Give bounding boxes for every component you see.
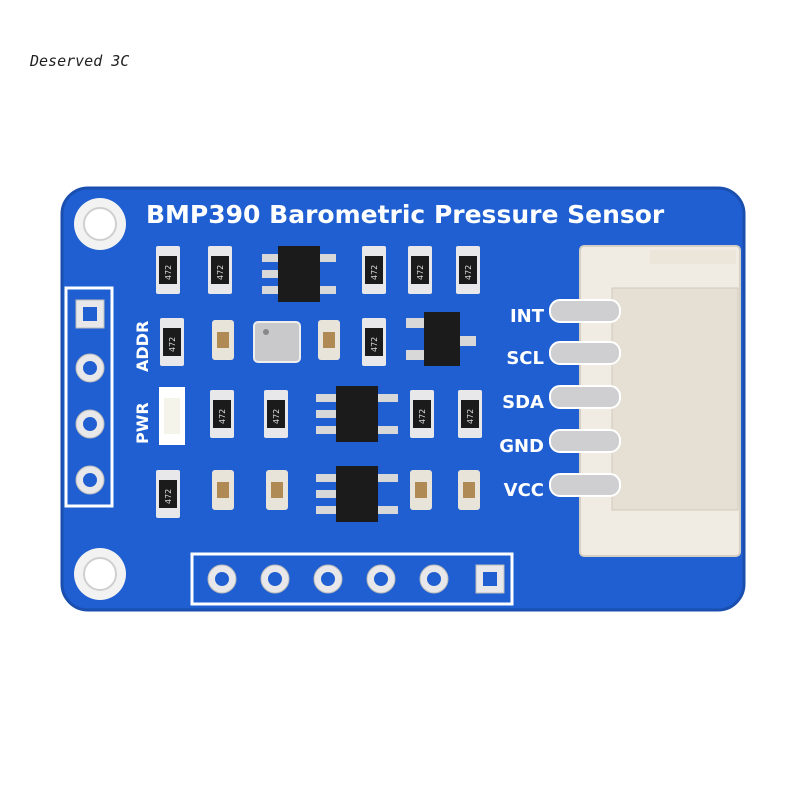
svg-text:472: 472 [464,265,473,280]
resistor: 472 [408,246,432,294]
pin-labels: INT SCL SDA GND VCC [499,306,544,501]
mounting-hole-bottom-left [74,548,126,600]
svg-text:472: 472 [272,409,281,424]
pin-label-sda: SDA [502,392,544,413]
svg-text:472: 472 [466,409,475,424]
pin-label-vcc: VCC [504,480,544,501]
mounting-hole-top-left [74,198,126,250]
pwr-led [159,387,185,445]
svg-text:472: 472 [416,265,425,280]
board-title: BMP390 Barometric Pressure Sensor [146,200,665,229]
left-header-pads [75,299,105,495]
smd-capacitors [212,320,480,510]
resistor: 472 [156,246,180,294]
jst-connector [549,245,741,557]
left-header-outline [64,286,114,508]
bmp390-sensor-chip [253,321,301,363]
resistor: 472 [264,390,288,438]
resistor: 472 [156,470,180,518]
smd-resistors: 472 472 472 472 472 472 472 472 472 472 472 472 [156,246,482,518]
watermark-text: Deserved 3C [30,52,130,70]
pwr-label: PWR [133,402,152,444]
svg-text:472: 472 [164,265,173,280]
addr-label: ADDR [133,321,152,372]
svg-text:472: 472 [370,265,379,280]
svg-text:472: 472 [164,489,173,504]
svg-text:472: 472 [370,337,379,352]
pin-label-scl: SCL [506,348,544,369]
resistor: 472 [410,390,434,438]
svg-text:472: 472 [218,409,227,424]
resistor: 472 [456,246,480,294]
svg-text:472: 472 [168,337,177,352]
pin-label-int: INT [510,306,545,327]
resistor: 472 [458,390,482,438]
resistor: 472 [208,246,232,294]
resistor: 472 [362,246,386,294]
svg-text:472: 472 [418,409,427,424]
resistor: 472 [160,318,184,366]
bottom-header-pads [207,564,505,594]
bottom-header-outline [190,552,514,606]
svg-text:472: 472 [216,265,225,280]
resistor: 472 [362,318,386,366]
pin-label-gnd: GND [499,436,544,457]
ic-chips [262,246,476,522]
connector-pins [549,299,621,497]
resistor: 472 [210,390,234,438]
